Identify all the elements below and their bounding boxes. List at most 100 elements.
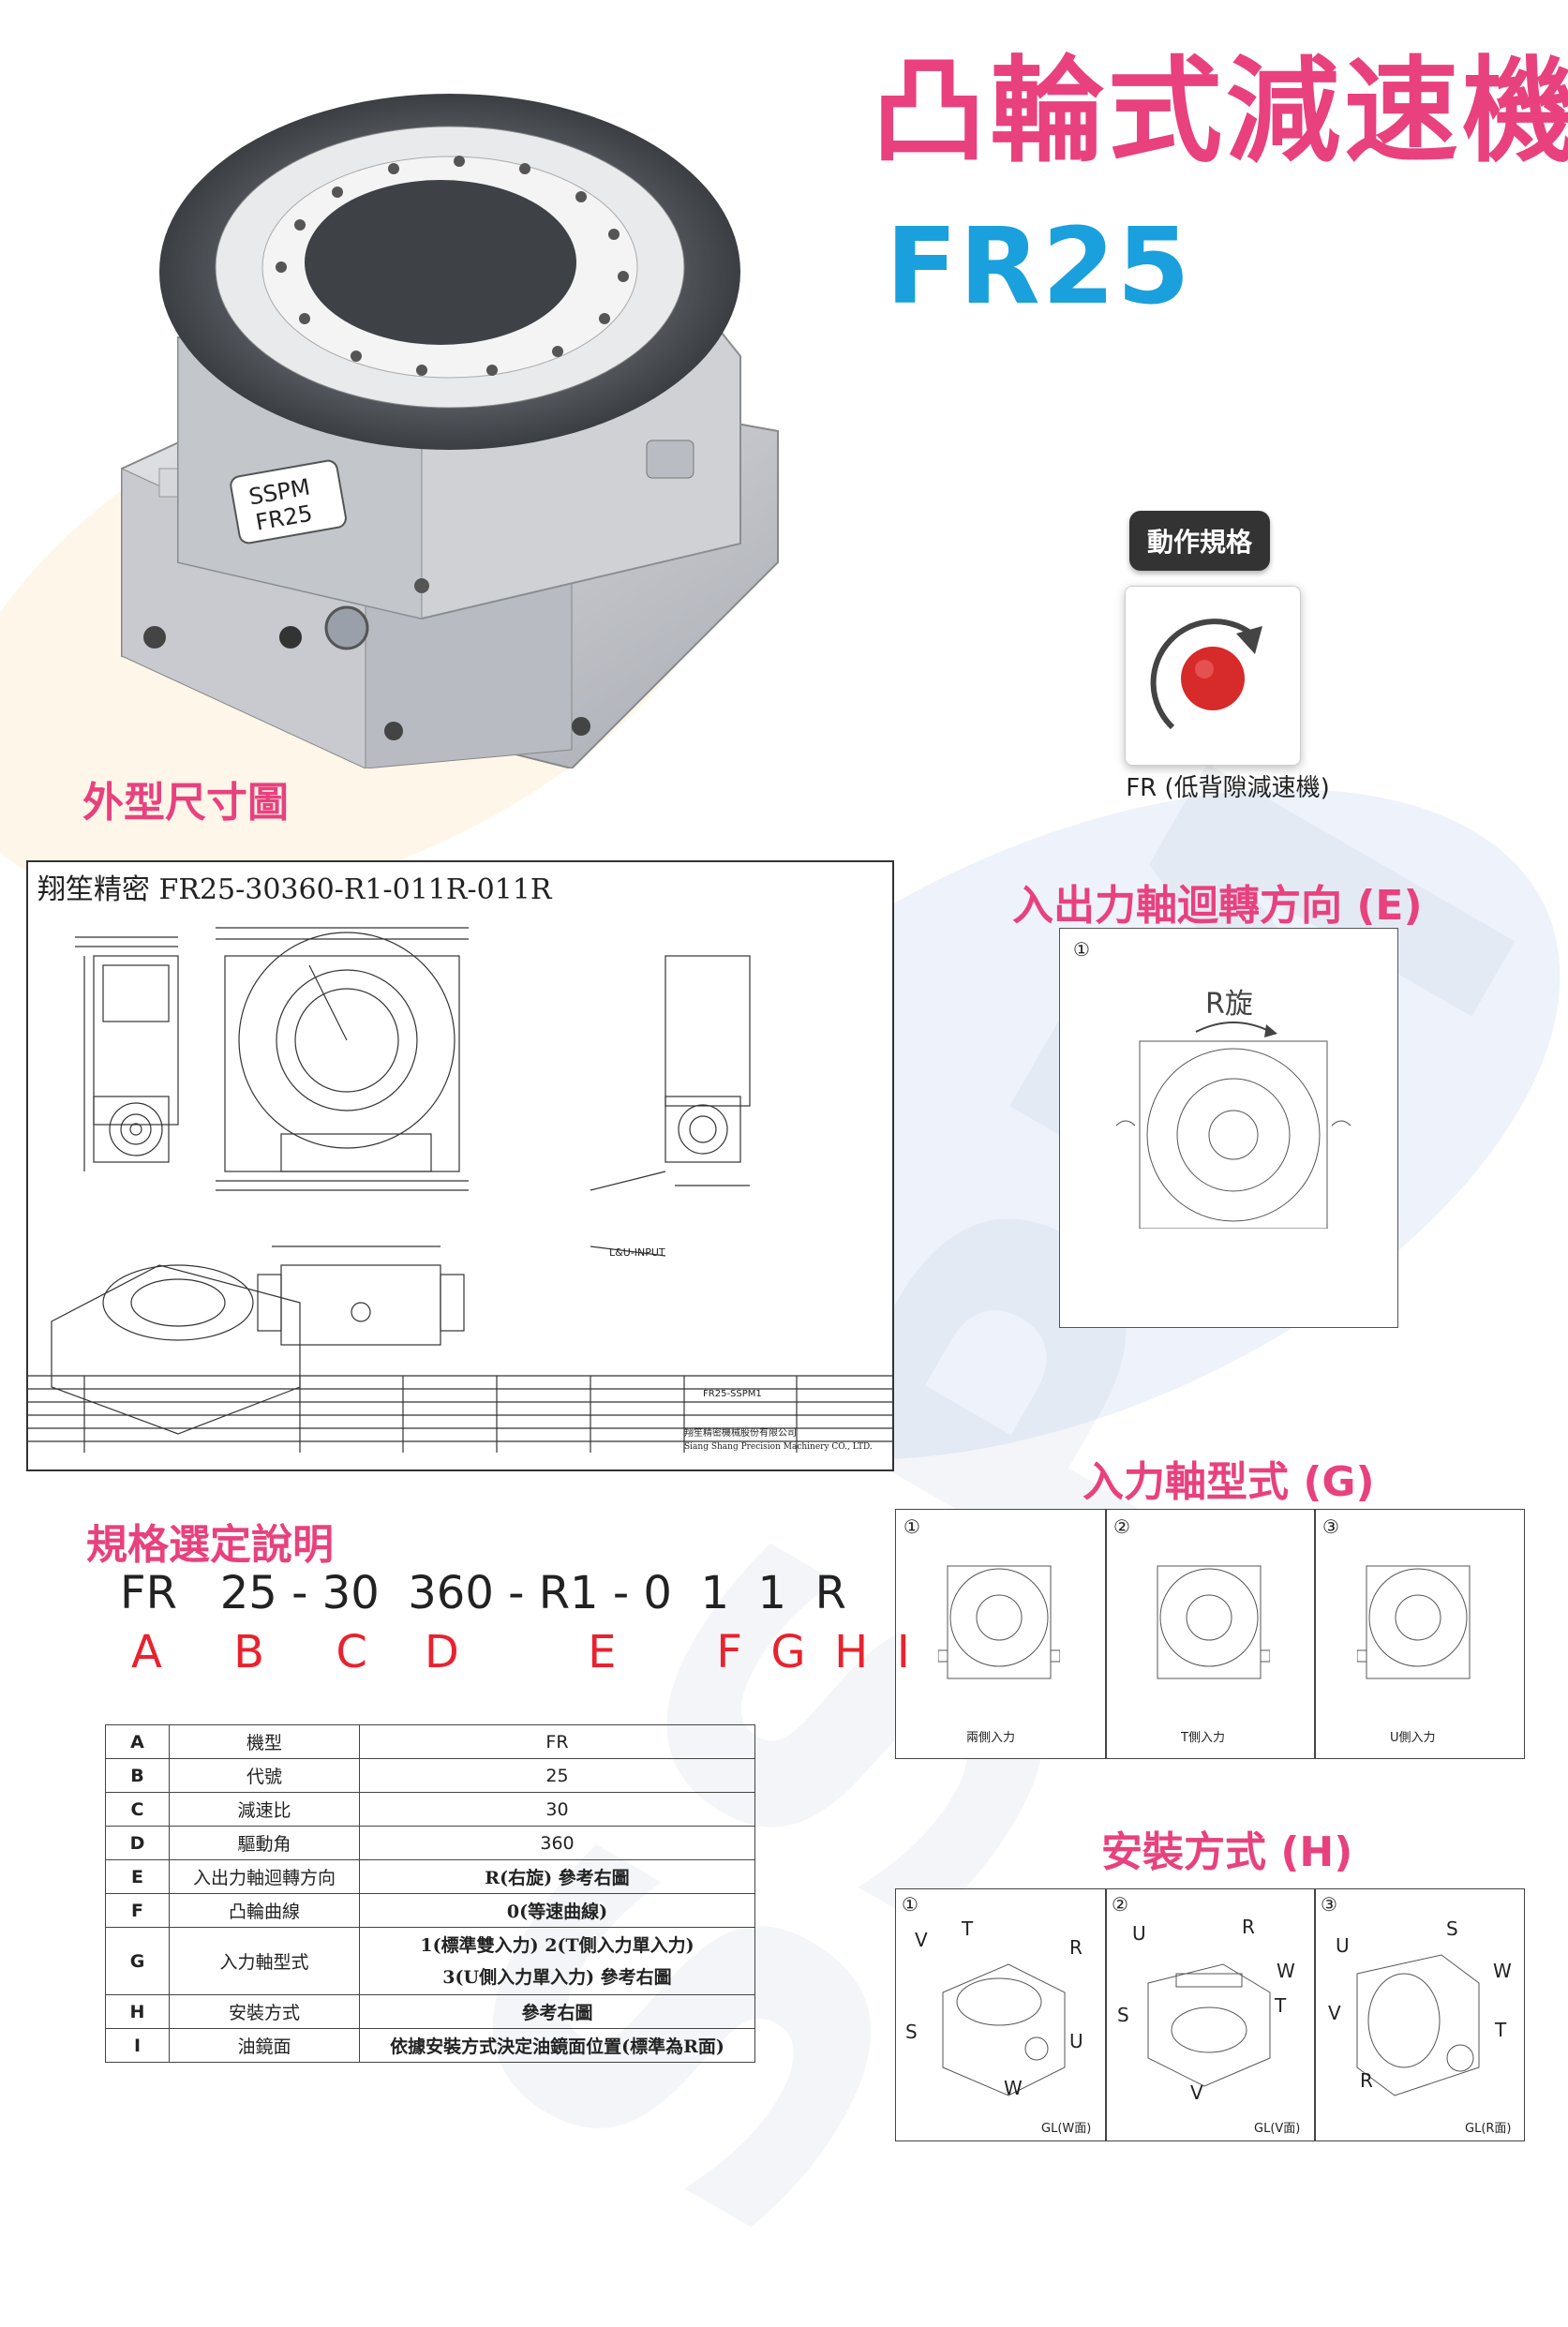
row-key: A: [105, 1724, 170, 1759]
input-type-panel-2: ② T側入力: [1106, 1510, 1314, 1758]
row-name: 代號: [169, 1758, 360, 1793]
input-type-diagram: [1157, 1565, 1270, 1679]
row-value: R(右旋) 參考右圖: [359, 1859, 755, 1894]
model-code-letters: A B C D E F G H I: [131, 1626, 910, 1678]
drawing-company: 翔笙精密機械股份有限公司: [684, 1426, 797, 1439]
input-type-panels: ① 兩側入力 ② T側入力 ③ U側入力: [895, 1509, 1525, 1759]
product-photo: SSPM FR25: [121, 94, 779, 768]
row-name: 油鏡面: [169, 2028, 360, 2063]
face-label: R: [1242, 1916, 1255, 1938]
face-label: S: [1446, 1917, 1458, 1940]
action-spec-card: [1125, 586, 1301, 766]
input-type-panel-1: ① 兩側入力: [896, 1510, 1105, 1758]
panel-number: ②: [1113, 1515, 1130, 1538]
action-spec-label: FR (低背隙減速機): [1126, 774, 1330, 802]
face-label: U: [1132, 1922, 1146, 1945]
face-label: W: [1004, 2077, 1023, 2099]
panel-number: ③: [1321, 1893, 1337, 1916]
face-label: T: [1495, 2019, 1507, 2041]
drawing-title: 翔笙精密 FR25-30360-R1-011R-011R: [37, 873, 552, 906]
face-label: W: [1277, 1960, 1295, 1982]
model-number: FR25: [886, 206, 1192, 328]
row-name: 減速比: [169, 1792, 360, 1827]
mounting-panel-1: ① V T R S U W GL(W面): [896, 1889, 1105, 2141]
row-value: 參考右圖: [359, 1994, 755, 2029]
row-value: 25: [359, 1758, 755, 1793]
face-label: R: [1360, 2069, 1373, 2092]
row-value: 1(標準雙入力) 2(T側入力單入力) 3(U側入力單入力) 參考右圖: [359, 1927, 755, 1995]
face-label: S: [905, 2021, 918, 2043]
row-name: 凸輪曲線: [169, 1893, 360, 1928]
mounting-caption: GL(V面): [1254, 2122, 1301, 2136]
mounting-panel-2: ② U R W S T V GL(V面): [1106, 1889, 1314, 2141]
input-type-caption: 兩側入力: [966, 1731, 1016, 1745]
row-key: C: [105, 1792, 170, 1827]
technical-drawing: L&U-INPUT 翔笙精密機械股份有限公司 Siang Shang Preci…: [26, 860, 894, 1471]
row-value: 0(等速曲線): [359, 1893, 755, 1928]
drawing-company-en: Siang Shang Precision Machinery CO., LTD…: [684, 1442, 873, 1452]
row-name: 驅動角: [169, 1826, 360, 1860]
face-label: S: [1117, 2004, 1129, 2026]
mounting-diagram: [942, 1963, 1066, 2096]
row-name: 入力軸型式: [169, 1927, 360, 1995]
face-label: V: [915, 1929, 928, 1951]
input-type-diagram: [938, 1565, 1060, 1679]
mounting-panels: ① V T R S U W GL(W面) ② U R W S T V GL(V面…: [895, 1888, 1525, 2141]
face-label: U: [1069, 2030, 1083, 2052]
mounting-caption: GL(R面): [1465, 2122, 1512, 2136]
input-type-panel-3: ③ U側入力: [1315, 1510, 1523, 1758]
face-label: R: [1069, 1936, 1083, 1959]
rotation-panel-number: ①: [1073, 938, 1090, 961]
rotation-diagram: [1116, 1022, 1351, 1229]
panel-number: ②: [1112, 1893, 1128, 1916]
row-key: I: [105, 2028, 170, 2063]
row-name: 入出力軸迴轉方向: [169, 1859, 360, 1894]
face-label: W: [1493, 1960, 1512, 1982]
row-value-line2: 3(U側入力單入力) 參考右圖: [442, 1966, 672, 1988]
row-value: 360: [359, 1826, 755, 1860]
panel-number: ③: [1322, 1515, 1339, 1538]
model-code: FR 25 - 30 360 - R1 - 0 1 1 R: [120, 1567, 846, 1619]
section-outline-heading: 外型尺寸圖: [82, 779, 289, 827]
mounting-diagram: [1147, 1963, 1271, 2087]
section-mounting-heading: 安裝方式 (H): [1101, 1828, 1353, 1876]
face-label: V: [1190, 2081, 1203, 2104]
input-type-caption: U側入力: [1390, 1731, 1436, 1745]
input-type-diagram: [1357, 1565, 1471, 1679]
face-label: T: [1275, 1994, 1287, 2017]
drawing-part-name: FR25-SSPM1: [703, 1389, 762, 1399]
row-value-line1: 1(標準雙入力) 2(T側入力單入力): [420, 1934, 694, 1956]
row-value: FR: [359, 1724, 755, 1759]
panel-number: ①: [902, 1893, 918, 1916]
row-value: 依據安裝方式決定油鏡面位置(標準為R面): [359, 2028, 755, 2063]
drawing-input-label: L&U-INPUT: [609, 1246, 665, 1259]
page-title: 凸輪式減速機: [872, 45, 1568, 178]
mounting-panel-3: ③ U S W V T R GL(R面): [1315, 1889, 1523, 2141]
section-selection-heading: 規格選定說明: [86, 1521, 334, 1569]
mounting-diagram: [1356, 1954, 1480, 2096]
row-value: 30: [359, 1792, 755, 1827]
face-label: V: [1328, 2002, 1341, 2024]
face-label: U: [1336, 1934, 1350, 1957]
row-key: F: [105, 1893, 170, 1928]
input-type-caption: T側入力: [1181, 1731, 1225, 1745]
rotation-direction-label: R旋: [1205, 988, 1253, 1021]
face-label: T: [962, 1917, 974, 1940]
mounting-caption: GL(W面): [1041, 2122, 1092, 2136]
row-name: 安裝方式: [169, 1994, 360, 2029]
rotation-indicator-icon: [1150, 619, 1262, 730]
section-rotation-heading: 入出力軸迴轉方向 (E): [1012, 882, 1423, 930]
panel-number: ①: [903, 1515, 920, 1538]
row-key: E: [105, 1859, 170, 1894]
row-key: B: [105, 1758, 170, 1793]
